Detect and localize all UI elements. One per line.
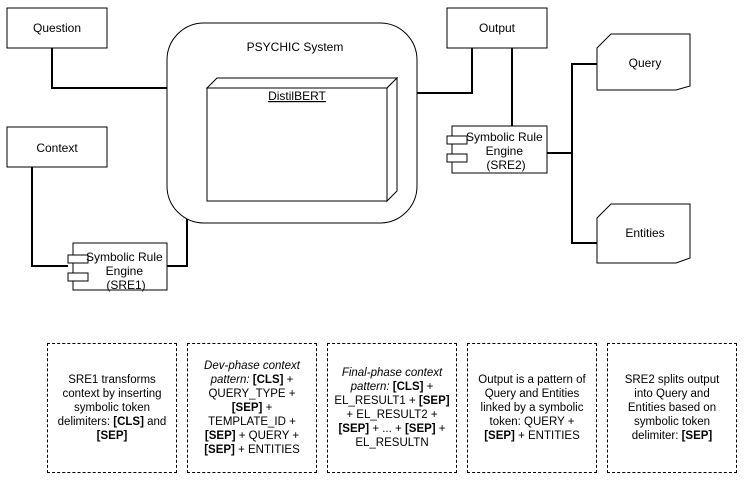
sre2-label-line3: (SRE2) xyxy=(486,158,525,172)
sre2-port-top-icon xyxy=(446,135,468,145)
edge-question-to-distilbert xyxy=(51,48,207,89)
note-sre1: SRE1 transforms context by inserting sym… xyxy=(47,343,177,473)
sre2-label-line2: Engine xyxy=(486,144,524,158)
output-box xyxy=(446,7,548,49)
output-label: Output xyxy=(479,21,516,35)
question-label: Question xyxy=(33,21,81,35)
context-label: Context xyxy=(36,141,78,155)
note-output-pattern: Output is a pattern of Query and Entitie… xyxy=(467,343,597,473)
note-dev-phase: Dev-phase context pattern: [CLS] + QUERY… xyxy=(187,343,317,473)
entities-label: Entities xyxy=(625,226,664,240)
note-final-phase: Final-phase context pattern: [CLS] + EL_… xyxy=(327,343,457,473)
sre1-label-line2: Engine xyxy=(106,264,144,278)
edge-splitter-to-query xyxy=(571,63,597,244)
sre2-label-line1: Symbolic Rule xyxy=(466,130,543,144)
edge-context-to-sre1 xyxy=(31,167,68,267)
sre1-component xyxy=(67,242,168,291)
query-card xyxy=(596,33,691,91)
sre2-component xyxy=(446,125,548,174)
note-output-pattern-text: Output is a pattern of Query and Entitie… xyxy=(478,374,586,442)
sre1-label: Symbolic Rule Engine (SRE1) xyxy=(86,250,166,292)
note-sre1-text: SRE1 transforms context by inserting sym… xyxy=(57,374,167,442)
note-sre2: SRE2 splits output into Query and Entiti… xyxy=(607,343,737,473)
sre1-label-line1: Symbolic Rule xyxy=(86,250,163,264)
sre1-label-line3: (SRE1) xyxy=(106,278,145,292)
query-label: Query xyxy=(629,56,662,70)
psychic-system-title: PSYCHIC System xyxy=(247,40,344,54)
entities-card xyxy=(596,203,691,264)
question-box xyxy=(6,7,108,49)
note-final-phase-text: Final-phase context pattern: [CLS] + EL_… xyxy=(334,367,450,449)
note-dev-phase-text: Dev-phase context pattern: [CLS] + QUERY… xyxy=(204,360,300,456)
distilbert-label: DistilBERT xyxy=(268,89,326,103)
sre1-port-bottom-icon xyxy=(67,272,89,282)
sre1-port-top-icon xyxy=(67,254,89,264)
sre2-label: Symbolic Rule Engine (SRE2) xyxy=(466,130,546,172)
note-sre2-text: SRE2 splits output into Query and Entiti… xyxy=(624,374,720,442)
context-box xyxy=(6,126,108,168)
sre2-port-bottom-icon xyxy=(446,153,468,163)
distilbert-node xyxy=(205,76,399,203)
